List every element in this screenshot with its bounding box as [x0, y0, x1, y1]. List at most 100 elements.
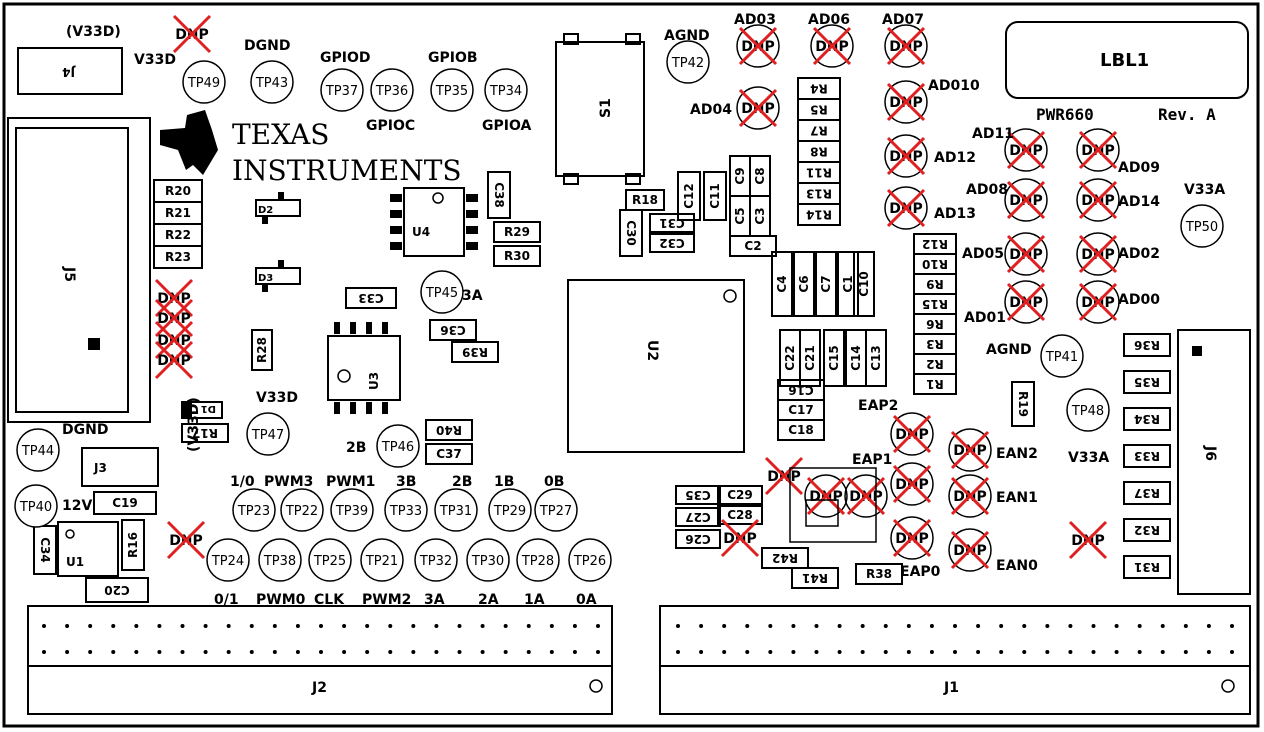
component-label: R14 [806, 208, 832, 222]
test-point-ring [1076, 232, 1120, 276]
switch-s1-tab [625, 33, 641, 45]
component-label: R15 [922, 297, 948, 311]
test-point-ring [466, 538, 510, 582]
test-point-ring [810, 24, 854, 68]
header-pin [365, 624, 370, 628]
dnp-cross [166, 520, 206, 560]
net-label: GPIOD [320, 50, 370, 66]
component-body [717, 505, 763, 525]
header-pin [180, 650, 185, 654]
net-label: AGND [664, 28, 710, 44]
component-label: C35 [685, 488, 711, 502]
dnp-cross [950, 430, 990, 470]
test-point-id: TP48 [1071, 404, 1104, 419]
test-point-tp45: TP45 [420, 270, 464, 314]
header-pin [457, 650, 462, 654]
component-label: C7 [819, 275, 833, 292]
component-label: R5 [810, 103, 828, 117]
test-point-id: TP50 [1185, 220, 1218, 235]
header-pin [768, 650, 773, 654]
test-point-tp22: TP22 [280, 488, 324, 532]
test-point-tp44: TP44 [16, 428, 60, 472]
test-point-ring [280, 488, 324, 532]
test-point-ring [1076, 128, 1120, 172]
ic-u3-pin1-dot [337, 369, 351, 383]
header-pin [596, 624, 600, 628]
channel-label: AD03 [734, 12, 776, 28]
header-pin [572, 624, 577, 628]
component-body [1123, 333, 1171, 357]
ti-logo: TEXAS INSTRUMENTS [160, 110, 462, 187]
test-point-ring [1066, 388, 1110, 432]
component-label: R42 [772, 551, 798, 565]
test-point-id: TP35 [435, 84, 468, 99]
dnp-cross [886, 136, 926, 176]
test-point-tp32: TP32 [414, 538, 458, 582]
component-body [675, 507, 721, 527]
channel-label: AD00 [1118, 292, 1160, 308]
component-body [675, 485, 721, 505]
component-label: C26 [685, 532, 711, 546]
component-label: C38 [492, 182, 506, 208]
pin1-marker [88, 338, 100, 350]
header-pin [999, 650, 1004, 654]
connector-j4 [17, 47, 123, 95]
test-point-ring [414, 538, 458, 582]
component-label: R11 [806, 166, 832, 180]
test-point-id: TP46 [381, 440, 414, 455]
component-body [1123, 407, 1171, 431]
dnp-cross [812, 26, 852, 66]
connector-j1-label: J1 [943, 680, 959, 696]
dnp-marker: DNP [844, 474, 888, 518]
logo-text-top: TEXAS [232, 118, 329, 151]
channel-label: EAP0 [900, 564, 941, 580]
test-point-ring [666, 40, 710, 84]
header-pin [1206, 624, 1211, 628]
header-pin [860, 624, 865, 628]
component-label: R33 [1134, 449, 1160, 463]
component-label: C33 [358, 291, 384, 305]
channel-label: AD14 [1118, 194, 1160, 210]
component-body [425, 443, 473, 465]
component-outline [789, 467, 877, 543]
header-pin [295, 624, 300, 628]
header-pin [953, 624, 957, 628]
dnp-cross [154, 278, 194, 318]
test-point-ring [434, 488, 478, 532]
component-label: R36 [1134, 338, 1160, 352]
header-pin [249, 650, 254, 654]
test-point-id: TP40 [19, 500, 52, 515]
ic-u2-pin1-dot [723, 289, 737, 303]
dnp-cross [950, 476, 990, 516]
test-point-ring [736, 86, 780, 130]
test-point-ring [516, 538, 560, 582]
component-body [823, 329, 845, 387]
component-label: C21 [803, 345, 817, 371]
test-point-tp48: TP48 [1066, 388, 1110, 432]
header-pin [157, 624, 162, 628]
net-label: DGND [62, 422, 108, 438]
component-body [913, 373, 957, 395]
test-point-tp43: TP43 [250, 60, 294, 104]
test-point-tp34: TP34 [484, 68, 528, 112]
diode-d2-pin [262, 216, 268, 224]
channel-label: EAN0 [996, 558, 1038, 574]
channel-label: EAP2 [858, 398, 898, 414]
net-label: 3A [462, 288, 483, 304]
connector-j5 [7, 117, 151, 423]
component-label: C31 [659, 216, 685, 230]
component-body [777, 419, 825, 441]
header-pin [88, 650, 93, 654]
component-label: R22 [165, 228, 191, 242]
switch-s1-tab [563, 173, 579, 185]
test-point-tp41: TP41 [1040, 334, 1084, 378]
header-pin [699, 650, 704, 654]
header-pin [203, 624, 208, 628]
net-label: 2A [478, 592, 499, 608]
header-pin [791, 650, 796, 654]
net-label: 0B [544, 474, 564, 490]
component-body [1011, 381, 1035, 427]
mounting-hole [1221, 679, 1235, 693]
ic-u2-label: U2 [644, 340, 660, 361]
header-pin [676, 624, 680, 628]
